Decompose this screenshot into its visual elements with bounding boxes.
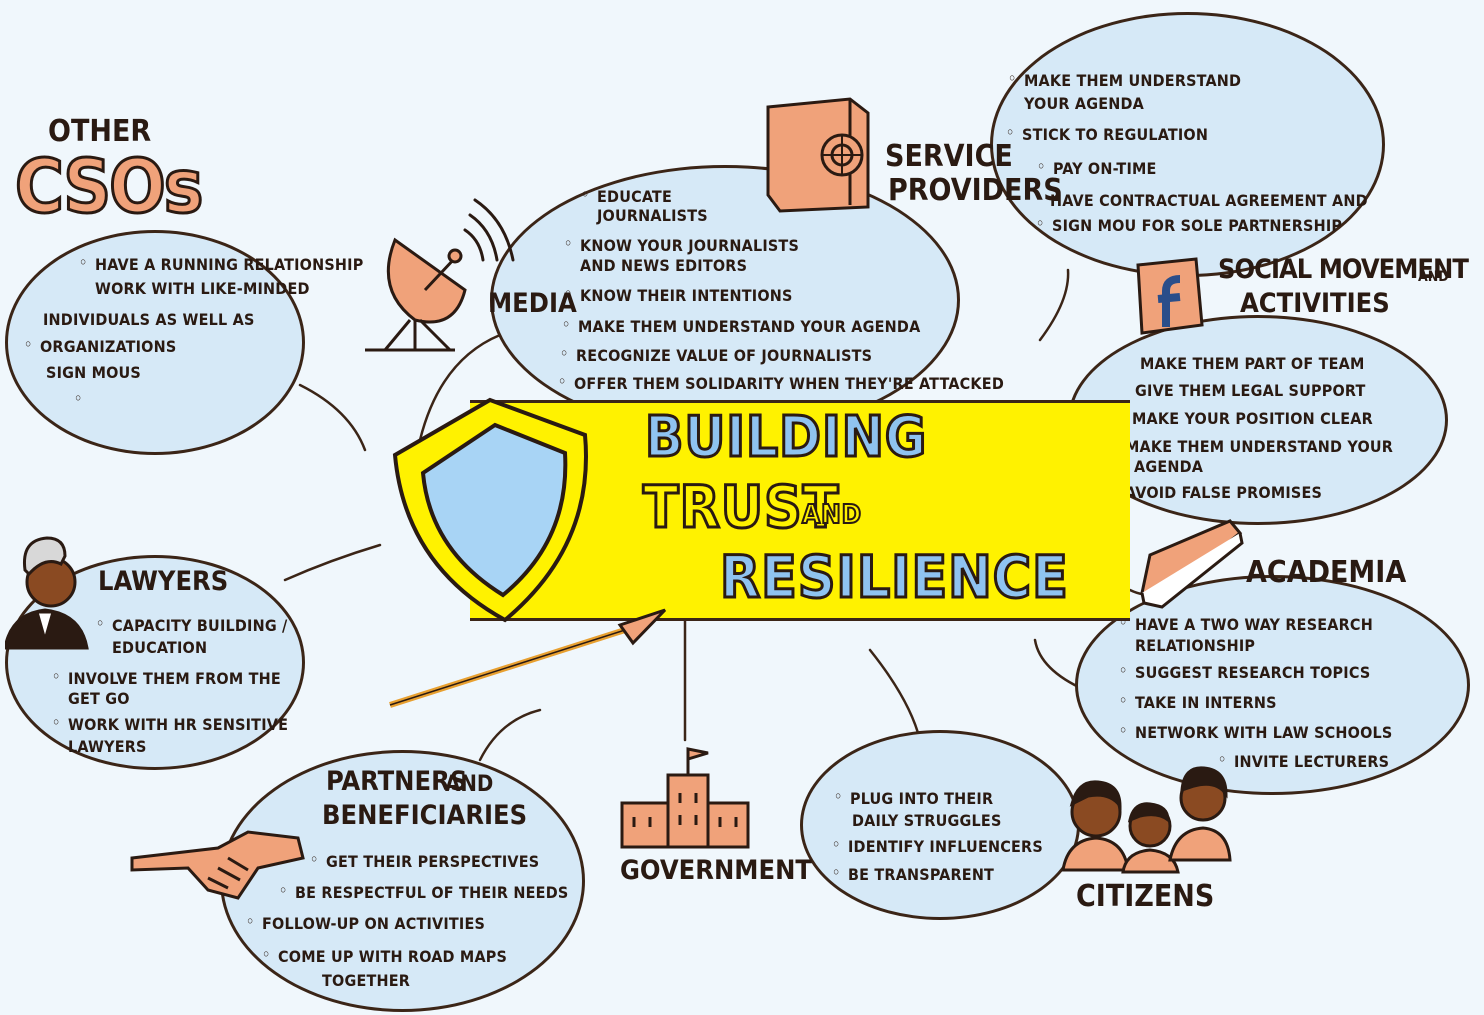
center-title-and: and xyxy=(801,500,863,530)
social-title-1: Social movement xyxy=(1218,254,1469,285)
lawyer-icon xyxy=(5,536,89,650)
academia-title: Academia xyxy=(1246,555,1407,590)
academia-item-3: Suggest research topics xyxy=(1119,664,1370,682)
center-title-trust: Trust xyxy=(641,473,840,541)
partners-title-2: Beneficiaries xyxy=(322,800,528,831)
book-icon xyxy=(1140,519,1244,609)
service-item-2: your agenda xyxy=(1024,94,1144,113)
partners-item-5: together xyxy=(322,971,411,990)
partners-title-1: Partners xyxy=(326,766,468,797)
citizens-title: Citizens xyxy=(1076,879,1215,914)
media-item-3: Know your journalists xyxy=(564,237,799,255)
service-item-6: sign MOU for sole partnership xyxy=(1036,217,1342,235)
lawyers-item-4: get go xyxy=(68,689,130,708)
safe-icon xyxy=(766,97,870,213)
spear-icon xyxy=(389,608,667,708)
social-item-2: Give them legal support xyxy=(1135,381,1366,400)
partners-item-3: Follow-up on activities xyxy=(246,915,485,933)
lawyers-item-6: lawyers xyxy=(68,737,147,756)
academia-item-6: Invite lecturers xyxy=(1218,753,1389,771)
academia-item-4: Take in interns xyxy=(1119,694,1277,712)
service-title-2: Providers xyxy=(888,173,1063,208)
facebook-icon xyxy=(1136,257,1204,335)
citizens-item-4: Be transparent xyxy=(832,866,994,884)
service-bubble xyxy=(990,12,1385,277)
satellite-dish-icon xyxy=(365,198,515,352)
lawyers-item-2: education xyxy=(112,638,208,657)
service-item-3: Stick to regulation xyxy=(1006,126,1208,144)
csos-item-2: Work with like-minded xyxy=(95,279,310,298)
partners-title-and: and xyxy=(445,772,494,797)
csos-item-1: Have a running relationship xyxy=(79,256,363,274)
citizens-item-3: Identify influencers xyxy=(832,838,1043,856)
government-building-icon xyxy=(620,747,750,849)
service-item-5: Have contractual agreement and xyxy=(1050,191,1368,210)
social-bubble xyxy=(1068,315,1448,525)
social-title-2: activities xyxy=(1240,288,1390,319)
csos-title-big: CSOs xyxy=(13,144,204,230)
media-item-7: Recognize value of journalists xyxy=(560,347,872,365)
lawyers-item-3: Involve them from the xyxy=(52,670,281,688)
social-item-1: Make them part of team xyxy=(1140,354,1365,373)
media-item-8: Offer them solidarity when they're attac… xyxy=(558,375,1004,393)
citizens-people-icon xyxy=(1061,766,1232,874)
partners-bubble xyxy=(220,750,585,1012)
partners-item-1: Get their perspectives xyxy=(310,853,539,871)
handshake-icon xyxy=(130,830,305,900)
lawyers-item-5: Work with HR sensitive xyxy=(52,716,288,734)
social-item-5: agenda xyxy=(1134,457,1204,476)
social-item-3: Make your position clear xyxy=(1132,409,1373,428)
media-item-4: and news editors xyxy=(580,256,748,275)
citizens-item-2: daily struggles xyxy=(852,811,1002,830)
citizens-item-1: Plug into their xyxy=(834,790,993,808)
academia-item-1: Have a two way research xyxy=(1119,616,1373,634)
social-title-and: and xyxy=(1418,269,1449,285)
academia-item-5: Network with law schools xyxy=(1119,724,1392,742)
media-item-2: journalists xyxy=(597,206,708,225)
shield-icon xyxy=(392,397,588,623)
lawyers-title: Lawyers xyxy=(98,566,229,597)
csos-title-small: Other xyxy=(48,114,152,149)
csos-item-4: organizations xyxy=(24,338,176,356)
media-item-6: Make them understand your agenda xyxy=(562,318,920,336)
social-item-4: Make them understand your xyxy=(1125,437,1394,456)
csos-item-3: individuals as well as xyxy=(43,310,255,329)
service-title-1: Service xyxy=(885,139,1013,174)
government-title: Government xyxy=(620,855,812,886)
media-item-1: Educate xyxy=(581,188,672,206)
academia-item-2: relationship xyxy=(1135,636,1256,655)
social-item-6: Avoid false promises xyxy=(1125,483,1323,502)
partners-item-4: Come up with road maps xyxy=(262,948,507,966)
partners-item-2: Be respectful of their needs xyxy=(279,884,568,902)
service-item-1: Make them understand xyxy=(1008,72,1241,90)
media-item-5: Know their intentions xyxy=(564,287,793,305)
csos-item-5: Sign MOUs xyxy=(46,363,142,382)
center-title-resilience: Resilience xyxy=(719,543,1070,611)
center-title-building: Building xyxy=(643,405,928,470)
lawyers-item-1: Capacity building / xyxy=(96,617,288,635)
service-item-4: Pay on-time xyxy=(1037,160,1157,178)
citizens-bubble xyxy=(800,730,1080,920)
media-title: Media xyxy=(488,288,577,319)
